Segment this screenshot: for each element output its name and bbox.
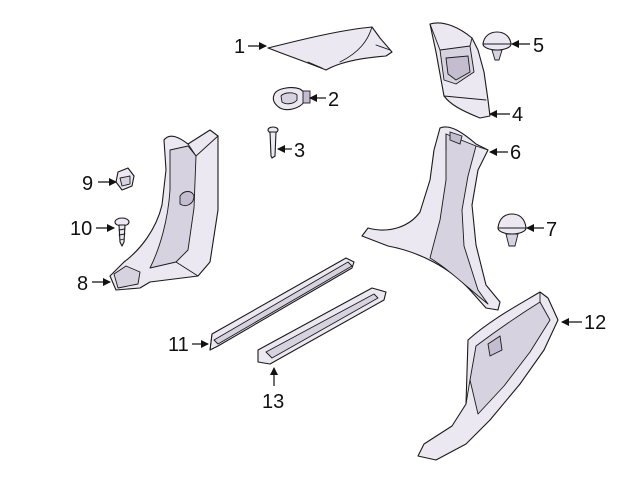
callout-labels: 1 2 3 4 5 6 7 8 9 10 11 12 13	[70, 35, 606, 413]
part-4-upper-pillar-trim	[429, 22, 491, 119]
callout-13: 13	[262, 391, 284, 413]
part-13-sill-plate	[257, 287, 387, 365]
callout-9: 9	[82, 173, 93, 195]
part-8-a-pillar-lower-trim	[109, 129, 219, 291]
callout-3: 3	[294, 140, 305, 162]
callout-6: 6	[510, 142, 521, 164]
callout-1: 1	[234, 36, 245, 58]
part-11-scuff-plate	[209, 257, 355, 351]
callout-2: 2	[328, 89, 339, 111]
part-3-pin	[267, 126, 279, 159]
part-12-kick-panel	[417, 291, 559, 461]
part-10-screw	[114, 217, 130, 247]
part-7-clip	[497, 213, 527, 247]
part-6-pillar-lower-trim	[361, 126, 501, 311]
part-2-bezel	[272, 87, 311, 111]
callout-5: 5	[533, 35, 544, 57]
callout-10: 10	[70, 218, 92, 240]
callout-11: 11	[168, 334, 189, 356]
callout-12: 12	[584, 312, 606, 334]
leader-lines	[92, 40, 582, 386]
callout-8: 8	[77, 273, 88, 295]
part-9-clip	[115, 167, 135, 191]
part-5-push-clip	[482, 31, 512, 61]
callout-4: 4	[512, 104, 523, 126]
part-1-upper-trim-cover	[267, 26, 393, 71]
callout-7: 7	[546, 219, 557, 241]
